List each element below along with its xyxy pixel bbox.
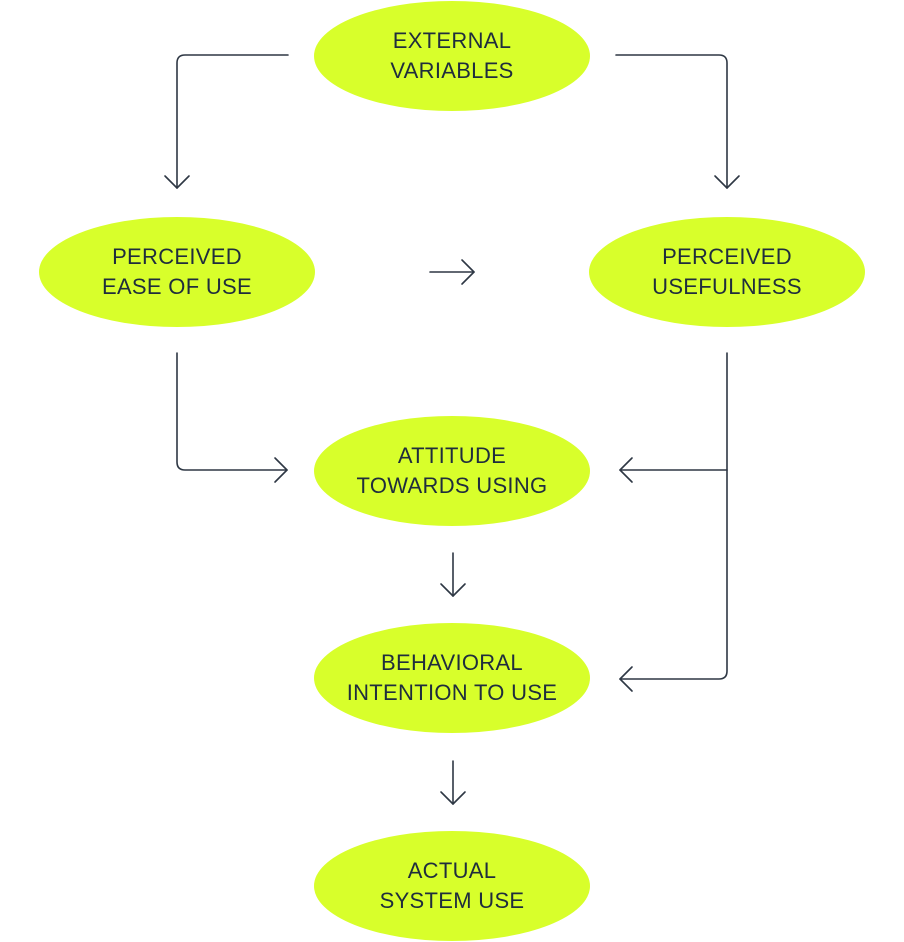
node-line: SYSTEM USE	[379, 888, 525, 913]
node-perceived-usefulness: PERCEIVED USEFULNESS	[589, 217, 865, 327]
node-behavioral-intention: BEHAVIORAL INTENTION TO USE	[314, 623, 590, 733]
edge-external-to-usefulness	[615, 54, 740, 189]
node-line: EASE OF USE	[101, 274, 252, 299]
node-line: VARIABLES	[390, 58, 514, 83]
node-line: USEFULNESS	[652, 274, 802, 299]
node-line: INTENTION TO USE	[346, 680, 558, 705]
node-line: PERCEIVED	[112, 244, 242, 269]
edge-intention-to-actual	[440, 760, 466, 805]
node-line: EXTERNAL	[392, 28, 512, 53]
edge-usefulness-to-intention	[619, 469, 728, 692]
node-behavioral-intention-label: BEHAVIORAL INTENTION TO USE	[347, 648, 558, 708]
edge-ease-to-attitude	[176, 352, 288, 483]
edge-attitude-to-intention	[440, 552, 466, 597]
node-perceived-ease-of-use-label: PERCEIVED EASE OF USE	[102, 242, 252, 302]
node-line: TOWARDS USING	[356, 473, 548, 498]
edge-ease-to-usefulness	[429, 259, 475, 285]
edge-external-to-ease	[164, 54, 289, 189]
node-actual-system-use: ACTUAL SYSTEM USE	[314, 831, 590, 941]
edge-usefulness-to-attitude	[619, 352, 728, 483]
node-attitude-towards-using: ATTITUDE TOWARDS USING	[314, 416, 590, 526]
node-external-variables: EXTERNAL VARIABLES	[314, 1, 590, 111]
node-external-variables-label: EXTERNAL VARIABLES	[390, 26, 513, 86]
node-attitude-towards-using-label: ATTITUDE TOWARDS USING	[357, 441, 548, 501]
node-perceived-ease-of-use: PERCEIVED EASE OF USE	[39, 217, 315, 327]
node-actual-system-use-label: ACTUAL SYSTEM USE	[380, 856, 525, 916]
node-line: ATTITUDE	[397, 443, 507, 468]
node-perceived-usefulness-label: PERCEIVED USEFULNESS	[652, 242, 802, 302]
node-line: PERCEIVED	[662, 244, 792, 269]
node-line: BEHAVIORAL	[381, 650, 523, 675]
node-line: ACTUAL	[407, 858, 497, 883]
